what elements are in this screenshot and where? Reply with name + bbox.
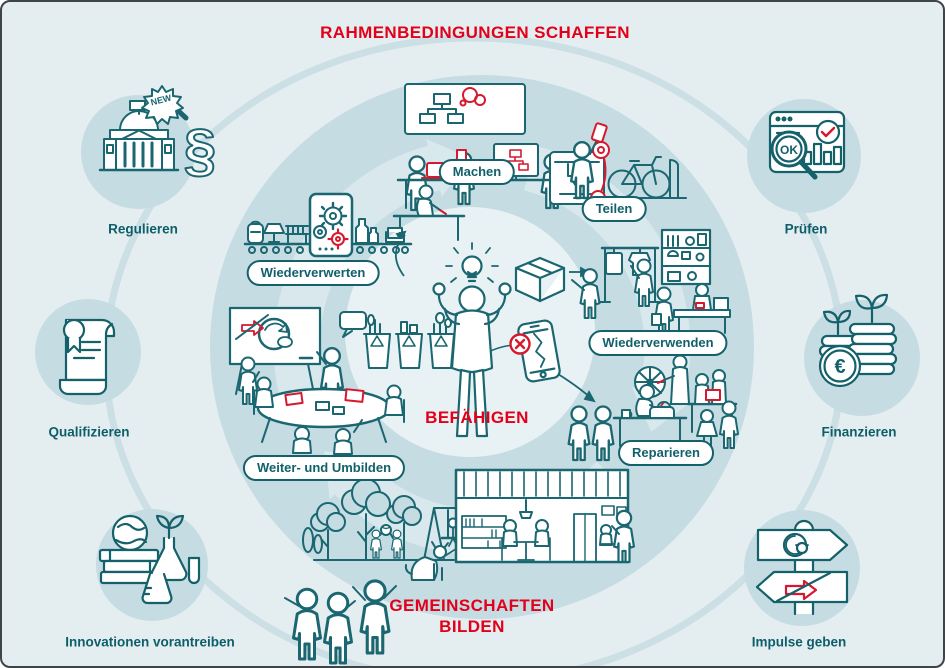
- community-label-line1: GEMEINSCHAFTEN: [389, 596, 555, 615]
- browser-ok-magnifier-icon: OK: [768, 110, 846, 180]
- scene-wiederverwenden: [571, 228, 731, 335]
- community-label: GEMEINSCHAFTEN BILDEN: [389, 595, 554, 637]
- stage-pill-reparieren: Reparieren: [618, 440, 714, 466]
- euro-symbol: €: [834, 356, 845, 378]
- scene-gemeinschaften: [284, 468, 636, 665]
- center-label: BEFÄHIGEN: [425, 408, 529, 427]
- label-innovationen: Innovationen vorantreiben: [65, 634, 235, 650]
- scene-befaehigen: [363, 242, 566, 438]
- scene-wiederverwerten: [243, 192, 413, 258]
- label-pruefen: Prüfen: [784, 221, 828, 237]
- label-finanzieren: Finanzieren: [821, 424, 897, 440]
- books-globe-flasks-icon: [98, 514, 201, 605]
- label-qualifizieren: Qualifizieren: [48, 424, 130, 440]
- certificate-scroll-icon: [58, 318, 116, 396]
- ok-label: OK: [780, 143, 798, 157]
- paragraph-icon: §: [184, 118, 216, 183]
- stage-pill-wiederverwenden: Wiederverwenden: [588, 330, 728, 356]
- coins-sprout-euro-icon: €: [818, 293, 898, 388]
- government-building-paragraph-icon: § NEW: [98, 85, 217, 184]
- stage-pill-machen: Machen: [438, 159, 516, 185]
- page-title: RAHMENBEDINGUNGEN SCHAFFEN: [320, 23, 630, 42]
- signpost-icon: [755, 519, 849, 616]
- stage-pill-wiederverwerten: Wiederverwerten: [246, 260, 380, 286]
- label-regulieren: Regulieren: [108, 221, 178, 237]
- community-label-line2: BILDEN: [439, 617, 505, 636]
- new-badge: NEW: [141, 85, 184, 125]
- scene-umbilden: [228, 306, 405, 455]
- label-impulse: Impulse geben: [751, 634, 847, 650]
- stage-pill-umbilden: Weiter- und Umbilden: [242, 455, 406, 481]
- stage-pill-teilen: Teilen: [581, 196, 647, 222]
- scene-reparieren: [567, 354, 739, 462]
